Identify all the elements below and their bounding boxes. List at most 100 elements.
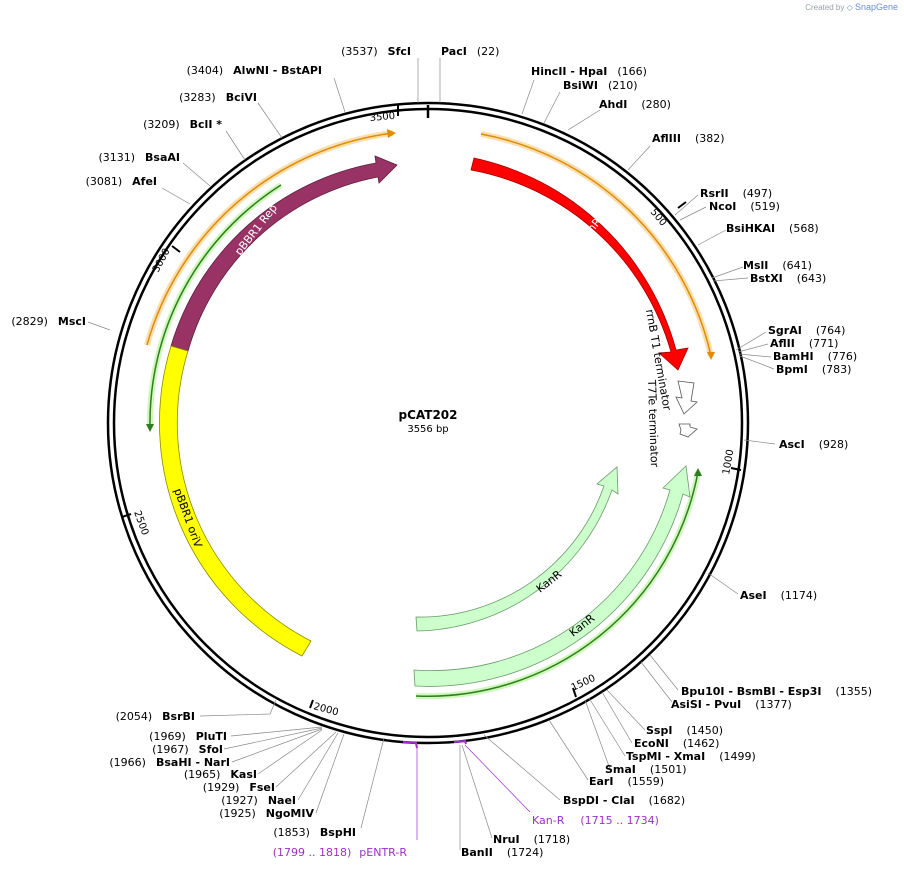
site-label-ahdi[interactable]: AhdI(280)	[599, 98, 671, 111]
tick-mark-2500	[121, 513, 132, 518]
site-label-rsrii[interactable]: RsrII(497)	[700, 187, 772, 200]
site-leader-bpmi	[739, 355, 775, 370]
site-leader-sfoi	[223, 727, 323, 750]
site-label-afei[interactable]: (3081)AfeI	[86, 175, 157, 188]
site-label-asei[interactable]: AseI(1174)	[740, 589, 817, 602]
tick-mark-1500	[572, 687, 577, 698]
feature-rrnb-t1-terminator[interactable]	[675, 380, 698, 415]
site-label-nrui[interactable]: NruI(1718)	[493, 833, 570, 846]
site-label-bpmi[interactable]: BpmI(783)	[776, 363, 851, 376]
site-label-paci[interactable]: PacI(22)	[441, 45, 499, 58]
site-leader-aflii	[737, 343, 769, 353]
site-leader-bamhi	[738, 353, 772, 358]
site-label-bcli[interactable]: (3209)BclI *	[143, 118, 222, 131]
site-label-msli[interactable]: MslI(641)	[743, 259, 812, 272]
tick-label-3000: 3000	[151, 247, 173, 275]
site-label-bsiwi[interactable]: BsiWI(210)	[563, 79, 638, 92]
site-leader-bsrbi	[199, 699, 277, 717]
site-leader-bstxi	[712, 277, 749, 282]
site-label-ngomiv[interactable]: (1925)NgoMIV	[219, 807, 314, 820]
site-leader-pluti	[230, 726, 323, 737]
feature-mrfp1[interactable]	[470, 157, 689, 371]
site-leader-sgrai	[735, 331, 767, 351]
primer-label-kan-r[interactable]: Kan-R(1715 .. 1734)	[532, 814, 659, 827]
site-leader-ahdi	[567, 109, 601, 131]
site-leader-naei	[297, 732, 339, 801]
orf-arc-left-arrowhead	[387, 129, 396, 138]
site-label-banii[interactable]: BanII(1724)	[461, 846, 543, 859]
site-label-bsihkai[interactable]: BsiHKAI(568)	[726, 222, 819, 235]
site-leader-rsrii	[674, 194, 699, 216]
site-leader-kasi	[257, 729, 323, 775]
site-leader-econi	[601, 691, 633, 744]
site-leader-asci	[743, 439, 776, 445]
orf-arc-green-left	[149, 184, 282, 429]
site-label-tspmi[interactable]: TspMI - XmaI(1499)	[626, 750, 756, 763]
site-label-asci[interactable]: AscI(928)	[779, 438, 848, 451]
site-leader-bsphi	[360, 737, 385, 829]
site-label-msci[interactable]: (2829)MscI	[11, 315, 86, 328]
feature-label-pbbr1-rep: pBBR1 Rep	[232, 202, 280, 258]
orf-arc-left	[146, 132, 394, 346]
tick-label-1000: 1000	[721, 449, 736, 476]
site-leader-asei	[707, 572, 739, 595]
feature-kanr-inner[interactable]	[415, 466, 619, 632]
site-label-bspdi[interactable]: BspDI - ClaI(1682)	[563, 794, 685, 807]
site-leader-bsiwi	[543, 91, 561, 124]
orf-arc-green-bottom-arrowhead	[694, 468, 702, 476]
site-label-pluti[interactable]: (1969)PluTI	[149, 730, 227, 743]
site-label-fsei[interactable]: (1929)FseI	[203, 781, 275, 794]
site-label-bsaai[interactable]: (3131)BsaAI	[98, 151, 180, 164]
site-label-bamhi[interactable]: BamHI(776)	[773, 350, 857, 363]
site-leader-bpu10i	[649, 654, 679, 691]
orf-arc-green-bottom	[415, 471, 699, 697]
primer-mark-pentr-r[interactable]	[402, 741, 418, 749]
site-label-sspi[interactable]: SspI(1450)	[646, 724, 723, 737]
primer-mark-kan-r[interactable]	[453, 739, 467, 745]
tick-mark-2000	[309, 699, 314, 709]
site-label-sgrai[interactable]: SgrAI(764)	[768, 324, 845, 337]
feature-label-t7te-terminator: T7Te terminator	[645, 379, 661, 468]
site-label-smai[interactable]: SmaI(1501)	[605, 763, 686, 776]
site-label-afliii[interactable]: AflIII(382)	[652, 132, 725, 145]
site-leader-ngomiv	[315, 733, 345, 814]
site-label-hincii-hpai[interactable]: HincII - HpaI(166)	[531, 65, 647, 78]
site-label-bpu10i[interactable]: Bpu10I - BsmBI - Esp3I(1355)	[681, 685, 872, 698]
site-label-ncoi[interactable]: NcoI(519)	[709, 200, 780, 213]
tick-mark-500	[677, 201, 687, 209]
site-label-bsahi-nari[interactable]: (1966)BsaHI - NarI	[109, 756, 230, 769]
site-label-sfoi[interactable]: (1967)SfoI	[152, 743, 223, 756]
plasmid-length: 3556 bp	[407, 424, 448, 435]
orf-arc-right	[480, 133, 712, 357]
site-leader-bsahi	[231, 728, 323, 763]
tick-mark-3000	[171, 245, 181, 253]
feature-pbbr1-oriv[interactable]	[159, 345, 312, 657]
site-leader-tspmi	[588, 697, 626, 757]
snapgene-brand-text: SnapGene	[854, 2, 898, 12]
primer-label-pentr-r[interactable]: (1799 .. 1818)pENTR-R	[273, 846, 408, 859]
site-labels-left: (3537)SfcI (3404)AlwNI - BstAPI (3283)Bc…	[11, 45, 411, 839]
orf-arc-right-arrowhead	[707, 352, 715, 360]
site-leader-alwni	[333, 77, 346, 113]
site-label-econi[interactable]: EcoNI(1462)	[634, 737, 719, 750]
site-label-naei[interactable]: (1927)NaeI	[221, 794, 296, 807]
feature-t7te-terminator[interactable]	[678, 423, 698, 438]
site-leader-msli	[711, 266, 744, 279]
tick-marks	[121, 104, 742, 709]
site-label-aflii[interactable]: AflII(771)	[770, 337, 838, 350]
site-label-bsphi[interactable]: (1853)BspHI	[273, 826, 356, 839]
feature-kanr-outer[interactable]	[413, 465, 691, 687]
site-label-alwni[interactable]: (3404)AlwNI - BstAPI	[187, 64, 322, 77]
snapgene-logo-icon: ◇	[846, 3, 853, 12]
tick-label-3500: 3500	[369, 111, 395, 124]
tick-mark-1000	[730, 467, 742, 471]
site-label-bcivi[interactable]: (3283)BciVI	[179, 91, 257, 104]
site-label-bsrbi[interactable]: (2054)BsrBI	[116, 710, 195, 723]
site-label-eari[interactable]: EarI(1559)	[589, 775, 664, 788]
site-label-asisi[interactable]: AsiSI - PvuI(1377)	[671, 698, 792, 711]
orf-arc-green-left-arrowhead	[146, 424, 154, 432]
site-label-kasi[interactable]: (1965)KasI	[184, 768, 257, 781]
site-label-bstxi[interactable]: BstXI(643)	[750, 272, 826, 285]
site-label-sfci[interactable]: (3537)SfcI	[341, 45, 411, 58]
site-leader-bsaai	[182, 162, 211, 187]
